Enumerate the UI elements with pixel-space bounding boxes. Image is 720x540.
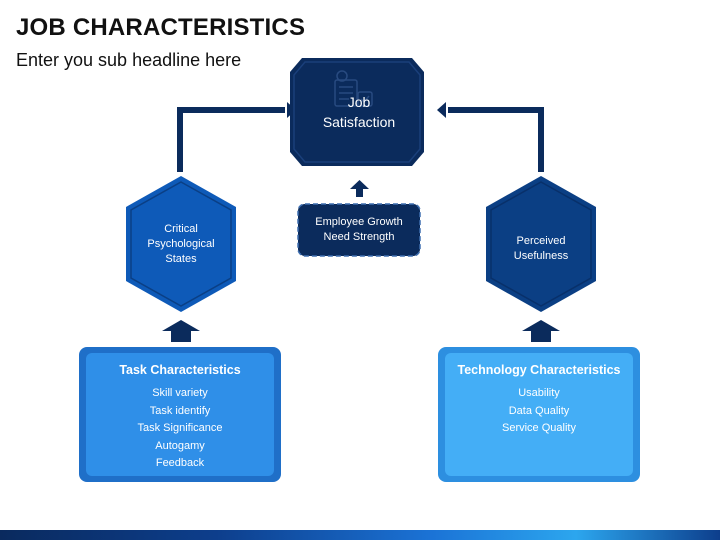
task-box-inner (86, 353, 274, 476)
list-item: Task identify (149, 404, 211, 417)
employee-growth-shape (297, 203, 421, 257)
list-item: Data Quality (508, 404, 570, 417)
footer-bar (0, 530, 720, 540)
arrow-up-center-stem (356, 188, 363, 197)
perceived-usefulness-inner (490, 181, 592, 307)
list-item: Autogamy (155, 439, 205, 452)
perceived-usefulness-line1: Perceived (516, 235, 566, 247)
list-item: Feedback (155, 457, 205, 469)
tech-box-inner (445, 353, 633, 476)
job-satisfaction-line2: Satisfaction (322, 114, 396, 130)
arrow-up-left-head (162, 320, 200, 331)
task-box-title: Task Characteristics (119, 363, 241, 377)
job-satisfaction-line1: Job (347, 94, 371, 110)
page-title: JOB CHARACTERISTICS (16, 14, 306, 41)
arrow-up-left-stem (171, 330, 191, 342)
arrow-up-center-head (350, 180, 369, 189)
job-satisfaction-inner (293, 61, 421, 163)
job-satisfaction-label: Job Satisfaction (300, 92, 418, 132)
arrowhead-right (437, 102, 446, 118)
employee-growth-label: Employee Growth Need Strength (300, 215, 418, 245)
list-item: Skill variety (152, 387, 208, 399)
connector-right (448, 107, 544, 172)
employee-growth-line2: Need Strength (323, 231, 395, 243)
critical-states-label: Critical Psychological States (131, 222, 231, 267)
critical-states-line2: Psychological (147, 238, 215, 250)
page-subtitle: Enter you sub headline here (16, 50, 242, 70)
checklist-icon (334, 70, 373, 107)
list-item: Service Quality (502, 422, 576, 434)
employee-growth-line1: Employee Growth (315, 216, 403, 228)
perceived-usefulness-line2: Usefulness (513, 250, 569, 262)
perceived-usefulness-label: Perceived Usefulness (491, 234, 591, 264)
arrow-up-right-stem (531, 330, 551, 342)
tech-box-list: Usability Data Quality Service Quality (445, 385, 633, 438)
list-item: Usability (518, 387, 560, 399)
critical-states-line1: Critical (164, 223, 198, 235)
arrow-up-right-head (522, 320, 560, 331)
critical-states-inner (130, 181, 232, 307)
tech-box-title: Technology Characteristics (457, 363, 621, 377)
list-item: Task Significance (137, 422, 223, 434)
connector-left (177, 107, 285, 172)
critical-states-line3: States (165, 253, 197, 265)
task-box-list: Skill variety Task identify Task Signifi… (86, 385, 274, 473)
